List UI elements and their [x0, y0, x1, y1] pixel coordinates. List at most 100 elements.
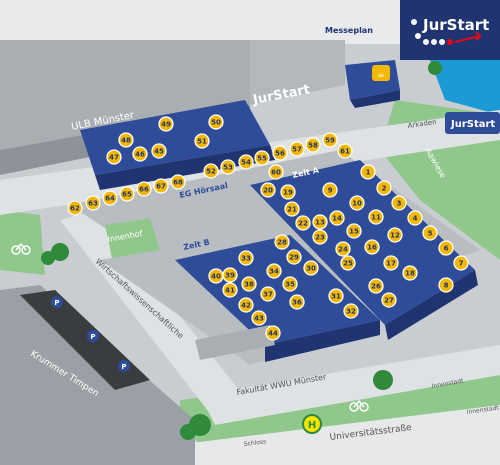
- stand-marker[interactable]: 41: [222, 282, 238, 298]
- stand-circle[interactable]: [238, 297, 254, 313]
- stand-circle[interactable]: [203, 163, 219, 179]
- stand-circle[interactable]: [438, 277, 454, 293]
- stand-circle[interactable]: [118, 132, 134, 148]
- stand-circle[interactable]: [265, 325, 281, 341]
- stand-marker[interactable]: 53: [220, 159, 236, 175]
- stand-circle[interactable]: [158, 116, 174, 132]
- stand-marker[interactable]: 11: [368, 209, 384, 225]
- stand-marker[interactable]: 64: [102, 190, 118, 206]
- stand-circle[interactable]: [289, 141, 305, 157]
- stand-circle[interactable]: [85, 195, 101, 211]
- stand-marker[interactable]: 22: [295, 215, 311, 231]
- stand-circle[interactable]: [254, 150, 270, 166]
- stand-marker[interactable]: 16: [364, 239, 380, 255]
- stand-circle[interactable]: [337, 143, 353, 159]
- stand-marker[interactable]: 36: [289, 294, 305, 310]
- stand-circle[interactable]: [295, 215, 311, 231]
- stand-marker[interactable]: 26: [368, 278, 384, 294]
- stand-circle[interactable]: [340, 255, 356, 271]
- stand-circle[interactable]: [282, 276, 298, 292]
- stand-marker[interactable]: 47: [106, 149, 122, 165]
- stand-marker[interactable]: 52: [203, 163, 219, 179]
- stand-marker[interactable]: 17: [383, 255, 399, 271]
- stand-circle[interactable]: [438, 240, 454, 256]
- stand-circle[interactable]: [312, 229, 328, 245]
- stand-circle[interactable]: [346, 223, 362, 239]
- stand-marker[interactable]: 56: [272, 145, 288, 161]
- stand-marker[interactable]: 51: [194, 133, 210, 149]
- stand-marker[interactable]: 66: [136, 181, 152, 197]
- stand-circle[interactable]: [305, 137, 321, 153]
- stand-marker[interactable]: 28: [274, 234, 290, 250]
- stand-circle[interactable]: [329, 210, 345, 226]
- stand-circle[interactable]: [153, 178, 169, 194]
- stand-circle[interactable]: [266, 263, 282, 279]
- stand-marker[interactable]: 62: [67, 200, 83, 216]
- stand-marker[interactable]: 40: [208, 268, 224, 284]
- stand-marker[interactable]: 29: [286, 249, 302, 265]
- stand-circle[interactable]: [343, 303, 359, 319]
- stand-circle[interactable]: [360, 164, 376, 180]
- stand-marker[interactable]: 33: [238, 250, 254, 266]
- stand-circle[interactable]: [260, 182, 276, 198]
- stand-circle[interactable]: [220, 159, 236, 175]
- stand-marker[interactable]: 39: [222, 267, 238, 283]
- stand-marker[interactable]: 58: [305, 137, 321, 153]
- stand-marker[interactable]: 32: [343, 303, 359, 319]
- stand-circle[interactable]: [387, 227, 403, 243]
- stand-marker[interactable]: 24: [335, 241, 351, 257]
- stand-circle[interactable]: [274, 234, 290, 250]
- stand-circle[interactable]: [241, 276, 257, 292]
- stand-marker[interactable]: 55: [254, 150, 270, 166]
- stand-marker[interactable]: 31: [328, 288, 344, 304]
- stand-circle[interactable]: [381, 292, 397, 308]
- stand-marker[interactable]: 44: [265, 325, 281, 341]
- stand-marker[interactable]: 3: [391, 195, 407, 211]
- stand-circle[interactable]: [391, 195, 407, 211]
- stand-circle[interactable]: [322, 132, 338, 148]
- stand-marker[interactable]: 20: [260, 182, 276, 198]
- stand-circle[interactable]: [383, 255, 399, 271]
- stand-marker[interactable]: 49: [158, 116, 174, 132]
- stand-circle[interactable]: [453, 255, 469, 271]
- stand-marker[interactable]: 8: [438, 277, 454, 293]
- stand-marker[interactable]: 57: [289, 141, 305, 157]
- stand-marker[interactable]: 23: [312, 229, 328, 245]
- stand-circle[interactable]: [322, 182, 338, 198]
- stand-marker[interactable]: 27: [381, 292, 397, 308]
- stand-marker[interactable]: 38: [241, 276, 257, 292]
- stand-circle[interactable]: [280, 184, 296, 200]
- stand-marker[interactable]: 30: [303, 260, 319, 276]
- stand-marker[interactable]: 19: [280, 184, 296, 200]
- stand-marker[interactable]: 18: [402, 265, 418, 281]
- stand-marker[interactable]: 1: [360, 164, 376, 180]
- stand-circle[interactable]: [422, 225, 438, 241]
- stand-circle[interactable]: [268, 164, 284, 180]
- stand-circle[interactable]: [328, 288, 344, 304]
- stand-marker[interactable]: 42: [238, 297, 254, 313]
- stand-marker[interactable]: 10: [349, 195, 365, 211]
- stand-circle[interactable]: [106, 149, 122, 165]
- stand-marker[interactable]: 9: [322, 182, 338, 198]
- stand-marker[interactable]: 63: [85, 195, 101, 211]
- stand-marker[interactable]: 68: [170, 174, 186, 190]
- stand-marker[interactable]: 25: [340, 255, 356, 271]
- stand-marker[interactable]: 7: [453, 255, 469, 271]
- stand-circle[interactable]: [364, 239, 380, 255]
- stand-circle[interactable]: [272, 145, 288, 161]
- stand-circle[interactable]: [303, 260, 319, 276]
- stand-circle[interactable]: [312, 214, 328, 230]
- stand-circle[interactable]: [136, 181, 152, 197]
- stand-circle[interactable]: [349, 195, 365, 211]
- stand-marker[interactable]: 4: [407, 210, 423, 226]
- stand-circle[interactable]: [286, 249, 302, 265]
- stand-marker[interactable]: 61: [337, 143, 353, 159]
- stand-marker[interactable]: 15: [346, 223, 362, 239]
- stand-circle[interactable]: [368, 209, 384, 225]
- stand-circle[interactable]: [238, 154, 254, 170]
- stand-circle[interactable]: [194, 133, 210, 149]
- stand-circle[interactable]: [251, 310, 267, 326]
- stand-marker[interactable]: 21: [284, 201, 300, 217]
- stand-circle[interactable]: [368, 278, 384, 294]
- stand-circle[interactable]: [238, 250, 254, 266]
